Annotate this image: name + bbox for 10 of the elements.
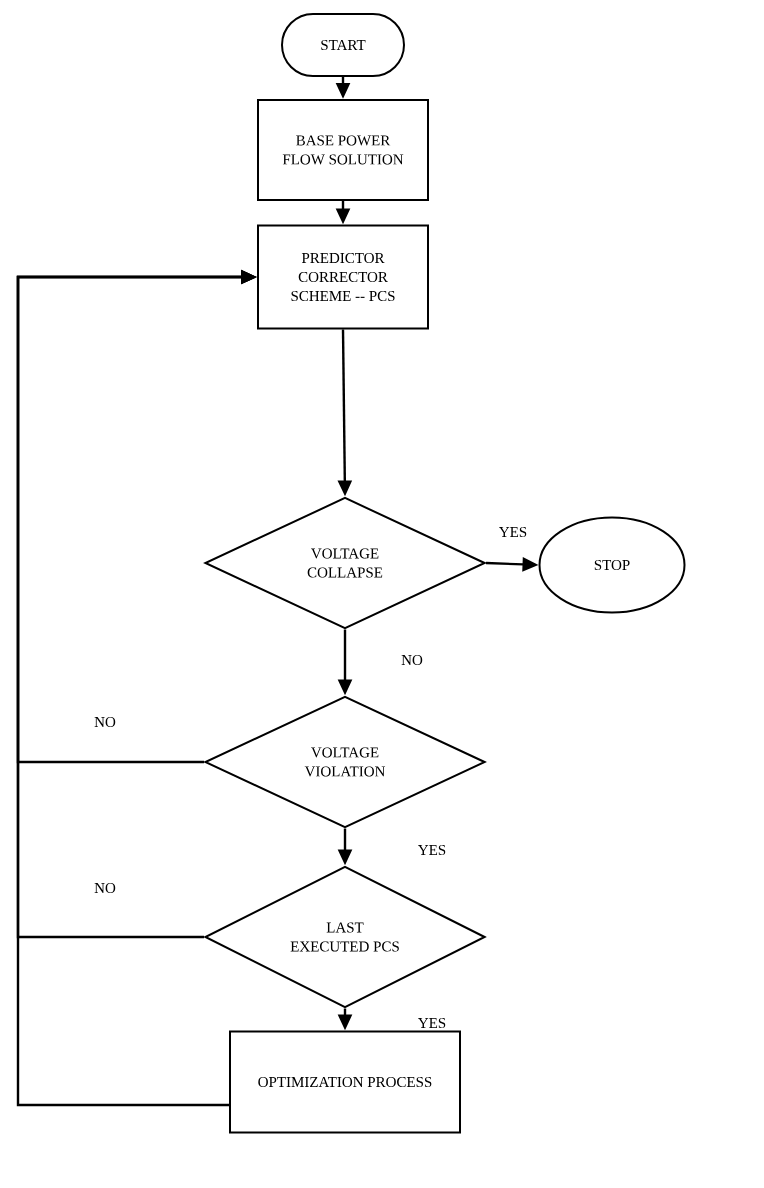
process-box: OPTIMIZATION PROCESS — [229, 1030, 461, 1134]
process-box: BASE POWER FLOW SOLUTION — [257, 99, 429, 201]
edge-label: YES — [418, 844, 446, 856]
edge-label: NO — [94, 716, 116, 728]
edge-label: NO — [94, 882, 116, 894]
process-box: PREDICTOR CORRECTOR SCHEME -- PCS — [257, 224, 429, 330]
edge-label: YES — [418, 1017, 446, 1029]
terminal-box: START — [281, 13, 405, 77]
edge-label: NO — [401, 654, 423, 666]
edge-label: YES — [499, 526, 527, 538]
